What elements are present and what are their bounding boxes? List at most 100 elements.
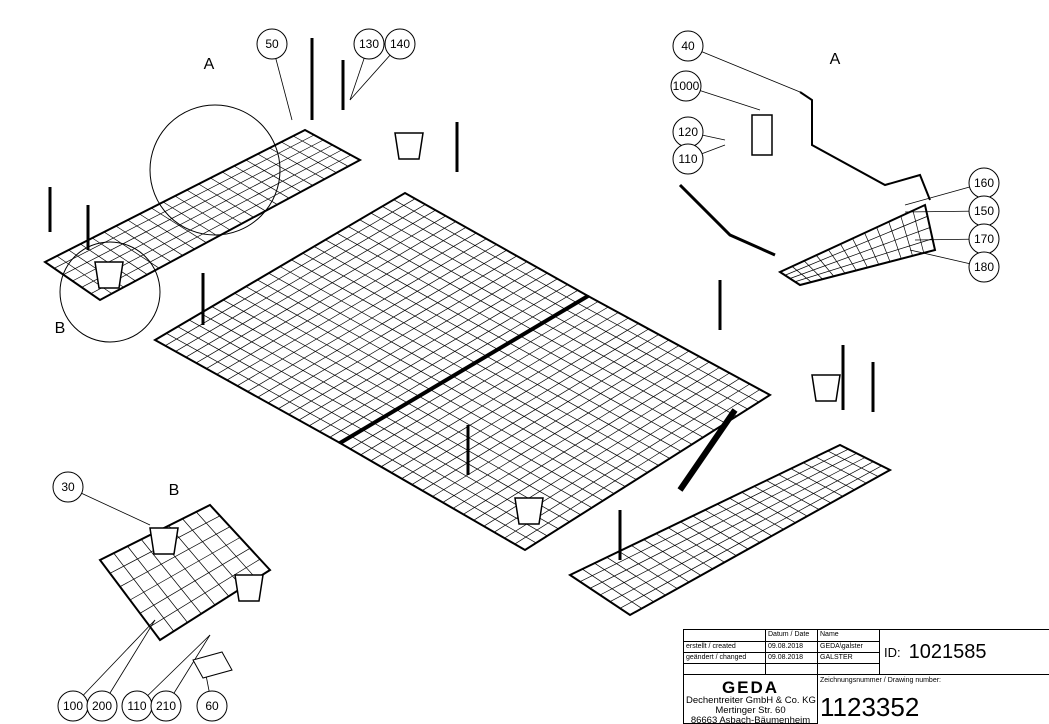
main-grid-panel-left-wire <box>185 209 436 358</box>
shield-bracket <box>394 132 424 160</box>
detail-a-platform-wire <box>794 238 933 283</box>
main-grid-panel-left-wire <box>319 284 568 432</box>
balloon-number: 150 <box>974 204 994 218</box>
balloon-number: 60 <box>205 699 219 713</box>
id-value: 1021585 <box>908 640 987 663</box>
balloon-number: 1000 <box>673 79 700 93</box>
drawing-number-label: Zeichnungsnummer / Drawing number: <box>820 677 941 684</box>
main-grid-panel-right-wire <box>422 339 670 491</box>
shield-bracket <box>149 527 179 555</box>
main-grid-panel-right-wire <box>370 312 619 462</box>
main-grid-panel-right-wire <box>473 367 720 521</box>
leader-line <box>687 45 801 93</box>
left-side-platform-wire <box>54 134 315 269</box>
balloon <box>672 143 704 175</box>
main-grid-panel-right-wire <box>401 328 649 479</box>
main-grid-panel-left-wire <box>195 215 446 364</box>
balloon-number: 200 <box>92 699 112 713</box>
main-grid-panel-right-wire <box>514 389 761 545</box>
detail-b-platform-wire <box>119 526 231 587</box>
balloon <box>384 28 416 60</box>
id-label: ID: <box>884 644 901 660</box>
created-date: 09.08.2018 <box>766 642 818 653</box>
balloon-number: 110 <box>678 152 697 166</box>
balloon <box>670 70 702 102</box>
balloon-number: 140 <box>390 37 410 51</box>
main-grid-panel-right-wire <box>442 350 690 503</box>
detail-label: B <box>169 482 180 499</box>
geda-logo: GEDA <box>721 678 780 697</box>
drawing-number: 1123352 <box>820 692 920 722</box>
changed-label: geändert / changed <box>684 653 766 664</box>
main-grid-panel-right-wire <box>452 356 700 509</box>
detail-label: A <box>204 56 215 73</box>
main-grid-panel-right-wire <box>360 306 609 456</box>
main-grid-panel-left-wire <box>298 272 548 421</box>
main-grid-panel-left-wire <box>329 289 579 438</box>
shield-bracket <box>94 261 124 289</box>
main-grid-panel-left-wire <box>226 232 477 381</box>
main-grid-panel-left-wire <box>308 278 558 427</box>
title-block: Datum / Date Name erstellt / created 09.… <box>683 629 1049 724</box>
balloon <box>256 28 288 60</box>
main-grid-panel-right-wire <box>380 317 629 468</box>
balloon-number: 50 <box>265 37 279 51</box>
right-side-platform-wire <box>579 448 849 582</box>
changed-name: GALSTER <box>818 653 880 664</box>
balloon-number: 210 <box>156 699 176 713</box>
company-name: Dechentreiter GmbH & Co. KG <box>686 695 816 706</box>
main-grid-panel-right-wire <box>504 383 750 539</box>
main-grid-panel-right-wire <box>391 323 639 474</box>
main-grid-panel-left-wire <box>257 249 507 398</box>
main-grid-panel-left-wire <box>165 198 416 347</box>
balloon-number: 120 <box>678 125 698 139</box>
leader-line <box>136 634 211 707</box>
balloon <box>672 30 704 62</box>
right-side-platform-wire <box>619 465 882 609</box>
main-grid-panel-right-wire <box>432 345 680 497</box>
main-grid-panel-left-wire <box>247 244 497 392</box>
balloon <box>196 690 228 722</box>
main-grid-panel-left-wire <box>216 227 467 375</box>
switch-component <box>751 114 773 156</box>
balloon-number: 160 <box>974 176 994 190</box>
plate-part-60 <box>192 651 233 679</box>
diagonal-strut <box>678 183 776 257</box>
right-side-platform-wire <box>599 457 866 596</box>
balloon-number: 110 <box>127 699 146 713</box>
changed-date: 09.08.2018 <box>766 653 818 664</box>
shield-bracket <box>811 374 841 402</box>
main-grid-panel-left-wire <box>206 221 457 369</box>
main-grid-panel-right-wire <box>463 361 710 515</box>
left-side-platform-wire <box>72 144 333 282</box>
left-side-platform-wire <box>63 139 324 275</box>
created-name: GEDA\galster <box>818 642 880 653</box>
name-header: Name <box>818 630 880 642</box>
detail-label: A <box>830 51 841 68</box>
detail-a-platform-wire <box>789 227 931 279</box>
balloon-number: 180 <box>974 260 994 274</box>
date-header: Datum / Date <box>766 630 818 642</box>
leader-line <box>101 619 156 707</box>
main-grid-panel-left-wire <box>237 238 487 387</box>
balloon-number: 170 <box>974 232 994 246</box>
balloon-number: 40 <box>681 39 695 53</box>
main-grid-panel-left-wire <box>267 255 518 404</box>
shield-bracket <box>234 574 264 602</box>
company-city: 86663 Asbach-Bäumenheim <box>690 715 811 724</box>
balloon <box>968 251 1000 283</box>
detail-label: B <box>55 320 66 337</box>
created-label: erstellt / created <box>684 642 766 653</box>
balloon-number: 100 <box>63 699 83 713</box>
arm-bracket <box>799 91 931 201</box>
main-grid-panel-left-wire <box>288 267 538 415</box>
detail-b-circle <box>59 241 161 343</box>
balloon <box>150 690 182 722</box>
detail-a-platform-wire <box>784 215 928 276</box>
left-side-platform-wire <box>81 149 342 288</box>
main-grid-panel-left-wire <box>175 204 426 352</box>
diagonal-strut <box>677 408 738 492</box>
balloon <box>52 471 84 503</box>
detail-b-platform-wire <box>129 537 241 601</box>
